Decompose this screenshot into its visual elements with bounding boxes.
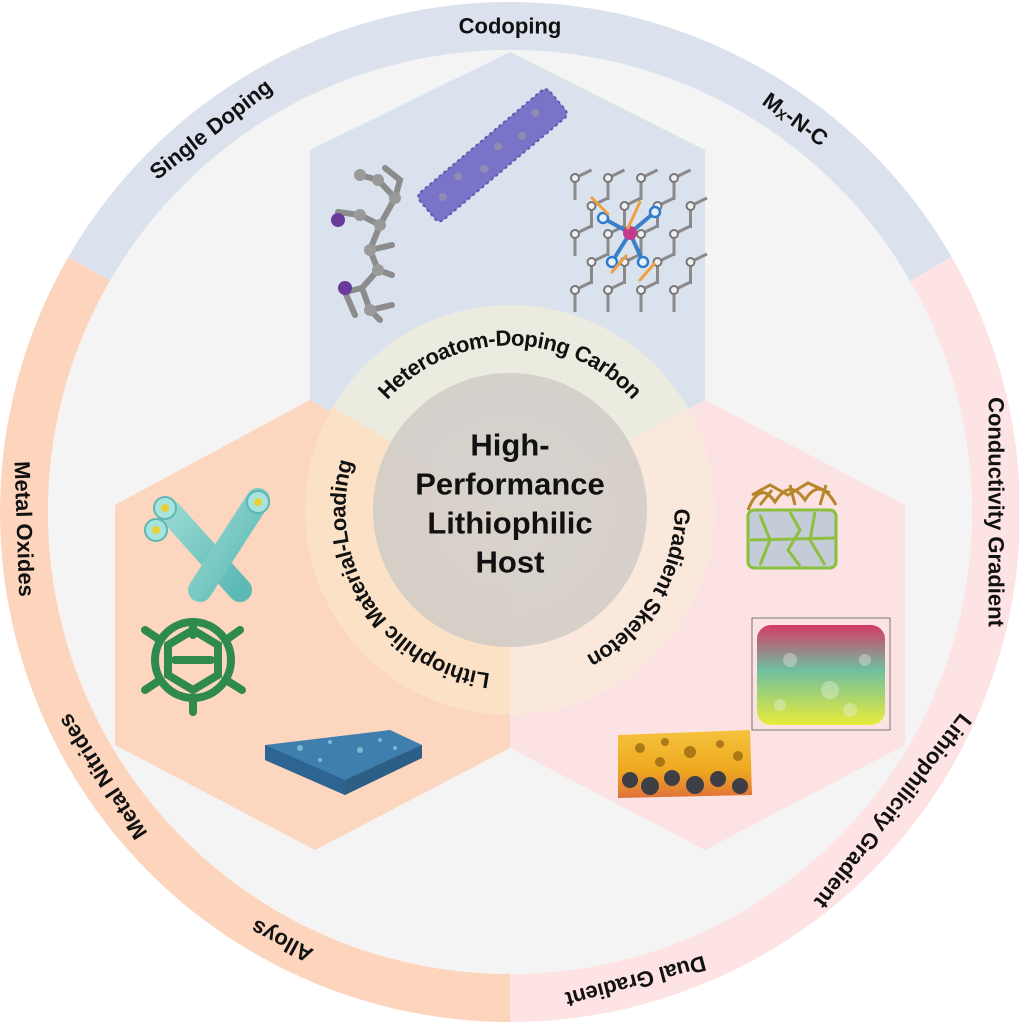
gradient-foam-cube-illustration: [751, 617, 891, 731]
category-ring-segment-loading: [305, 407, 510, 715]
blue-slab-illustration: [265, 730, 422, 795]
dopant-atom: [331, 213, 345, 227]
ring-segment-gradient: [510, 257, 1019, 1022]
lattice-atom: [570, 229, 580, 239]
lattice-atom: [586, 201, 597, 211]
core-circle: [373, 373, 647, 647]
doped-molecule-illustration: [331, 165, 404, 323]
lattice-atom: [603, 173, 613, 183]
lattice-atom: [570, 285, 580, 295]
lattice-atom: [570, 173, 580, 183]
nitrogen-atom: [636, 255, 650, 269]
center-title-line: Performance: [415, 467, 605, 502]
category-ring: [305, 305, 715, 715]
lattice-atom: [636, 229, 646, 239]
dopant-atom: [338, 281, 352, 295]
lattice-atom: [669, 173, 679, 183]
center-title-line: Host: [476, 545, 545, 580]
category-ring-segment-heteroatom: [332, 305, 688, 442]
lattice-atom: [669, 285, 679, 295]
center-title-line: Lithiophilic: [427, 506, 592, 541]
lattice-atom: [636, 173, 646, 183]
subtype-codoping: Codoping: [459, 14, 562, 39]
nitrogen-atom: [596, 211, 610, 225]
lattice-atom: [603, 285, 613, 295]
center-title-line: High-: [470, 428, 549, 463]
ring-segment-loading: [0, 257, 510, 1022]
lattice-atom: [669, 229, 679, 239]
carbon-nanotube-illustration: [417, 88, 568, 223]
lattice-atom: [636, 285, 646, 295]
nitrogen-atom: [605, 255, 619, 269]
lattice-atom: [619, 201, 630, 211]
conductive-cage-illustration: [746, 481, 838, 570]
ring-segment-heteroatom: [68, 1, 952, 281]
subtype-conductivity-gradient: Conductivity Gradient: [984, 397, 1009, 627]
charge-arrow: [626, 200, 642, 230]
metal-atom: [623, 226, 637, 240]
charge-arrow: [610, 254, 628, 274]
illustrations: [141, 88, 891, 798]
charge-arrow: [638, 262, 656, 282]
charge-arrow: [590, 196, 610, 216]
subtype-metal-oxides: Metal Oxides: [9, 461, 39, 598]
lattice-atom: [685, 257, 696, 267]
lattice-atom: [603, 229, 613, 239]
green-framework-illustration: [141, 618, 246, 716]
nitrogen-atom: [648, 205, 662, 219]
porous-gold-block-illustration: [618, 730, 752, 798]
category-ring-segment-gradient: [510, 407, 715, 715]
lattice-atom: [586, 257, 597, 267]
lattice-atom: [685, 201, 696, 211]
crossed-tubes-illustration: [144, 488, 274, 602]
single-atom-lattice-illustration: [570, 168, 708, 312]
